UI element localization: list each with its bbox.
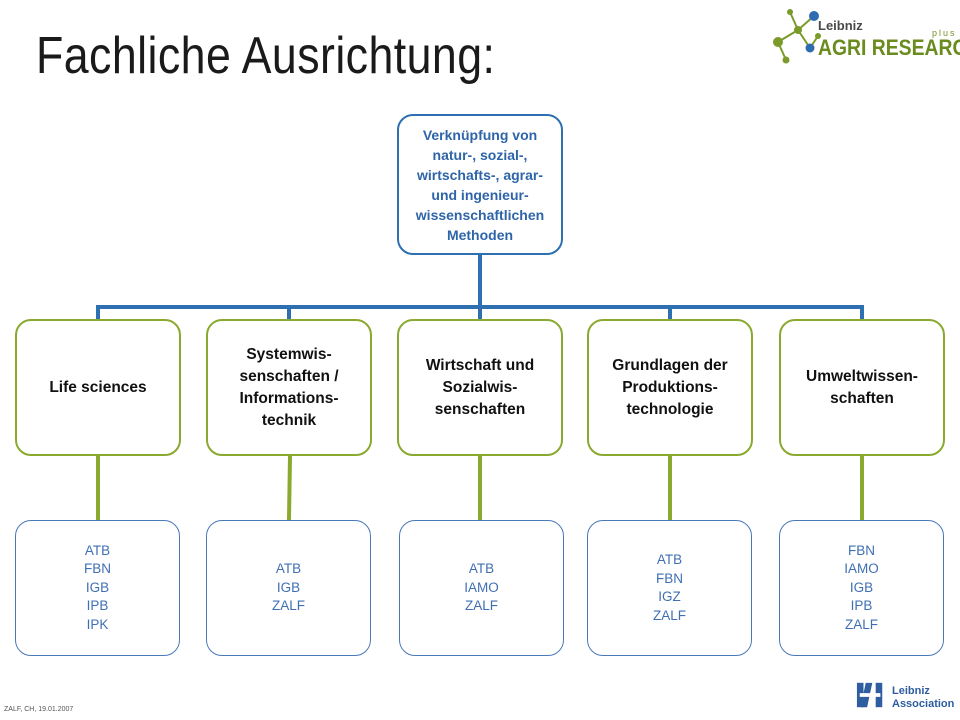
institutes-produktionstechnologie: ATB FBN IGZ ZALF (587, 520, 752, 656)
category-systemwissenschaften: Systemwis-senschaften / Informations-tec… (206, 319, 372, 456)
institutes-wirtschaft: ATB IAMO ZALF (399, 520, 564, 656)
category-produktionstechnologie: Grundlagen der Produktions-technologie (587, 319, 753, 456)
logo-leibniz-text: Leibniz (818, 18, 863, 33)
logo-plus-text: plus (932, 28, 957, 38)
category-umweltwissenschaften: Umweltwissen-schaften (779, 319, 945, 456)
leibniz-association-logo: Leibniz Association (856, 676, 960, 716)
agri-research-logo: Leibniz plus AGRI RESEARCH (770, 2, 960, 82)
root-node: Verknüpfung von natur-, sozial-, wirtsch… (397, 114, 563, 255)
blue-connectors (96, 255, 864, 319)
institutes-life-sciences: ATB FBN IGB IPB IPK (15, 520, 180, 656)
institutes-systemwissenschaften: ATB IGB ZALF (206, 520, 371, 656)
logo-leibniz-line: Leibniz (892, 685, 930, 697)
footer-credit: ZALF, CH, 19.01.2007 (4, 706, 74, 713)
network-icon (773, 9, 821, 64)
slide-title: Fachliche Ausrichtung: (36, 27, 496, 85)
category-life-sciences: Life sciences (15, 319, 181, 456)
leibniz-mark-icon (856, 682, 883, 708)
logo-agri-research-text: AGRI RESEARCH (818, 35, 960, 60)
institutes-umweltwissenschaften: FBN IAMO IGB IPB ZALF (779, 520, 944, 656)
green-connectors (96, 455, 864, 521)
category-wirtschaft: Wirtschaft und Sozialwis-senschaften (397, 319, 563, 456)
link-2 (287, 455, 292, 521)
logo-association-line: Association (892, 698, 955, 710)
